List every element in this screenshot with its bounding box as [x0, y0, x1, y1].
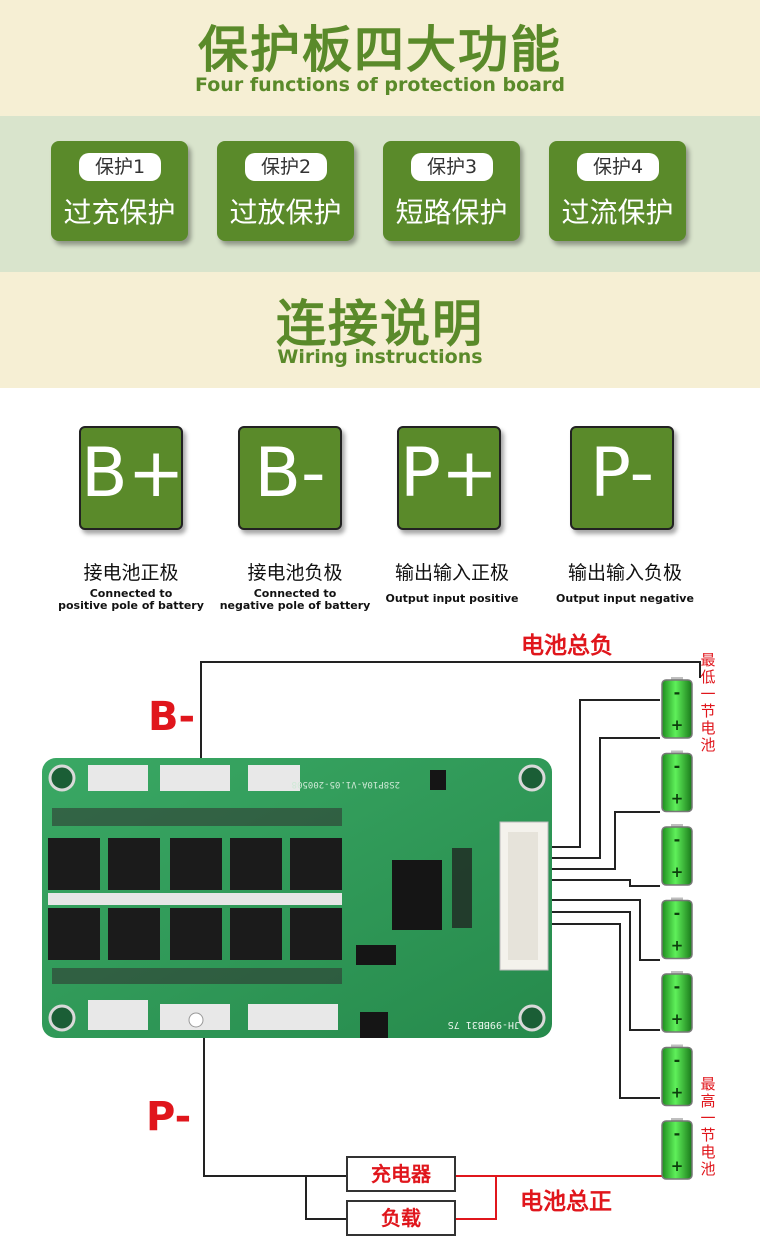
wire-p-minus: [203, 1030, 346, 1177]
battery-minus-sign: -: [674, 1124, 681, 1143]
battery-cell-body: [661, 899, 693, 960]
wiring-title: 连接说明: [276, 295, 484, 353]
pin-desc-cn: 输出输入正极: [394, 562, 509, 584]
function-name: 过充保护: [63, 196, 176, 229]
wire-balance: [548, 911, 660, 1031]
battery-cell-cap: [671, 897, 683, 902]
wire-balance: [548, 923, 660, 1099]
battery-cell-cap: [671, 971, 683, 975]
battery-cell: -+: [661, 897, 693, 960]
board-silk-top: 2S8P10A-V1.05-200508: [292, 779, 400, 789]
pin-card-p-minus: P-: [570, 426, 674, 530]
battery-plus-sign: +: [671, 790, 684, 808]
function-card-overdischarge: 保护2 过放保护: [217, 141, 354, 241]
board-silk-bottom: JH-99BB31 7S: [448, 1019, 520, 1030]
battery-minus-sign: -: [674, 683, 681, 702]
battery-cell: -+: [661, 1044, 693, 1107]
b-minus-label: B-: [148, 694, 196, 740]
battery-total-positive-label: 电池总正: [520, 1189, 612, 1215]
pin-desc-cn: 接电池负极: [247, 562, 343, 584]
highest-cell-label: 最高一节电池: [700, 1075, 716, 1178]
pin-desc-en: Connected to positive pole of battery: [46, 588, 216, 612]
battery-minus-sign: -: [674, 1051, 681, 1070]
wire-positive: [456, 1164, 689, 1177]
lowest-cell-label: 最低一节电池: [700, 651, 716, 754]
battery-cell-cap: [671, 677, 683, 681]
header-band: [0, 0, 760, 116]
pin-card-b-minus: B-: [238, 426, 342, 530]
wire-balance: [548, 699, 660, 848]
p-minus-label: P-: [146, 1094, 192, 1140]
wiring-subtitle: Wiring instructions: [277, 346, 483, 368]
battery-plus-sign: +: [671, 937, 684, 955]
function-name: 过放保护: [229, 196, 342, 229]
battery-cell: -+: [661, 750, 693, 813]
battery-minus-sign: -: [674, 830, 681, 849]
pin-desc-cn: 输出输入负极: [567, 562, 682, 584]
pin-desc-cn: 接电池正极: [83, 562, 179, 584]
battery-cell-body: [661, 973, 693, 1033]
battery-plus-sign: +: [671, 863, 684, 881]
pin-desc-en-line: positive pole of battery: [58, 599, 204, 612]
battery-cell-body: [661, 1120, 693, 1180]
battery-cell-cap: [671, 824, 683, 828]
battery-cell-body: [661, 752, 693, 813]
function-tag: 保护3: [411, 153, 493, 181]
function-tag: 保护2: [245, 153, 327, 181]
pin-desc-en-line: Connected to: [253, 587, 337, 600]
pin-desc-en: Output input negative: [556, 592, 694, 605]
pin-desc-en: Connected to negative pole of battery: [210, 588, 380, 612]
battery-plus-sign: +: [671, 1157, 684, 1175]
function-name: 短路保护: [395, 196, 508, 229]
function-tag: 保护4: [577, 153, 659, 181]
battery-cell-body: [661, 679, 693, 739]
function-card-short-circuit: 保护3 短路保护: [383, 141, 520, 241]
battery-cell: -+: [661, 677, 693, 739]
battery-plus-sign: +: [671, 1084, 684, 1102]
wire-positive: [456, 1176, 497, 1220]
battery-plus-sign: +: [671, 716, 684, 734]
page-subtitle: Four functions of protection board: [195, 74, 565, 96]
wire-p-minus-load: [305, 1176, 346, 1220]
wire-balance: [548, 737, 660, 859]
battery-cell: -+: [661, 1118, 693, 1180]
pin-label: P-: [589, 434, 655, 513]
pin-label: B-: [254, 434, 326, 513]
function-card-overcurrent: 保护4 过流保护: [549, 141, 686, 241]
battery-minus-sign: -: [674, 757, 681, 776]
wire-balance: [548, 899, 660, 961]
battery-stack: -+-+-+-+-+-+-+: [661, 677, 693, 1180]
battery-minus-sign: -: [674, 977, 681, 996]
protection-board: [42, 758, 552, 1038]
battery-cell-cap: [671, 1118, 683, 1122]
function-name: 过流保护: [561, 196, 674, 229]
battery-cell: -+: [661, 824, 693, 886]
charger-box: 充电器: [346, 1156, 456, 1192]
wiring-band: [0, 272, 760, 388]
wire-balance: [548, 879, 660, 887]
page-title: 保护板四大功能: [198, 21, 562, 79]
pin-label: B+: [81, 434, 185, 513]
load-box: 负载: [346, 1200, 456, 1236]
function-tag: 保护1: [79, 153, 161, 181]
pin-label: P+: [400, 434, 498, 513]
battery-cell-cap: [671, 1044, 683, 1049]
function-card-overcharge: 保护1 过充保护: [51, 141, 188, 241]
battery-total-negative-label: 电池总负: [521, 633, 613, 659]
battery-cell-body: [661, 826, 693, 886]
battery-cell-cap: [671, 750, 683, 755]
battery-cell-body: [661, 1046, 693, 1107]
pin-desc-en-line: Connected to: [89, 587, 173, 600]
battery-cell: -+: [661, 971, 693, 1033]
wire-balance: [548, 811, 660, 870]
wire-b-minus: [200, 661, 701, 770]
pin-card-b-plus: B+: [79, 426, 185, 530]
battery-minus-sign: -: [674, 904, 681, 923]
pin-desc-en: Output input positive: [385, 592, 519, 605]
battery-plus-sign: +: [671, 1010, 684, 1028]
pin-card-p-plus: P+: [397, 426, 501, 530]
pin-desc-en-line: negative pole of battery: [219, 599, 371, 612]
